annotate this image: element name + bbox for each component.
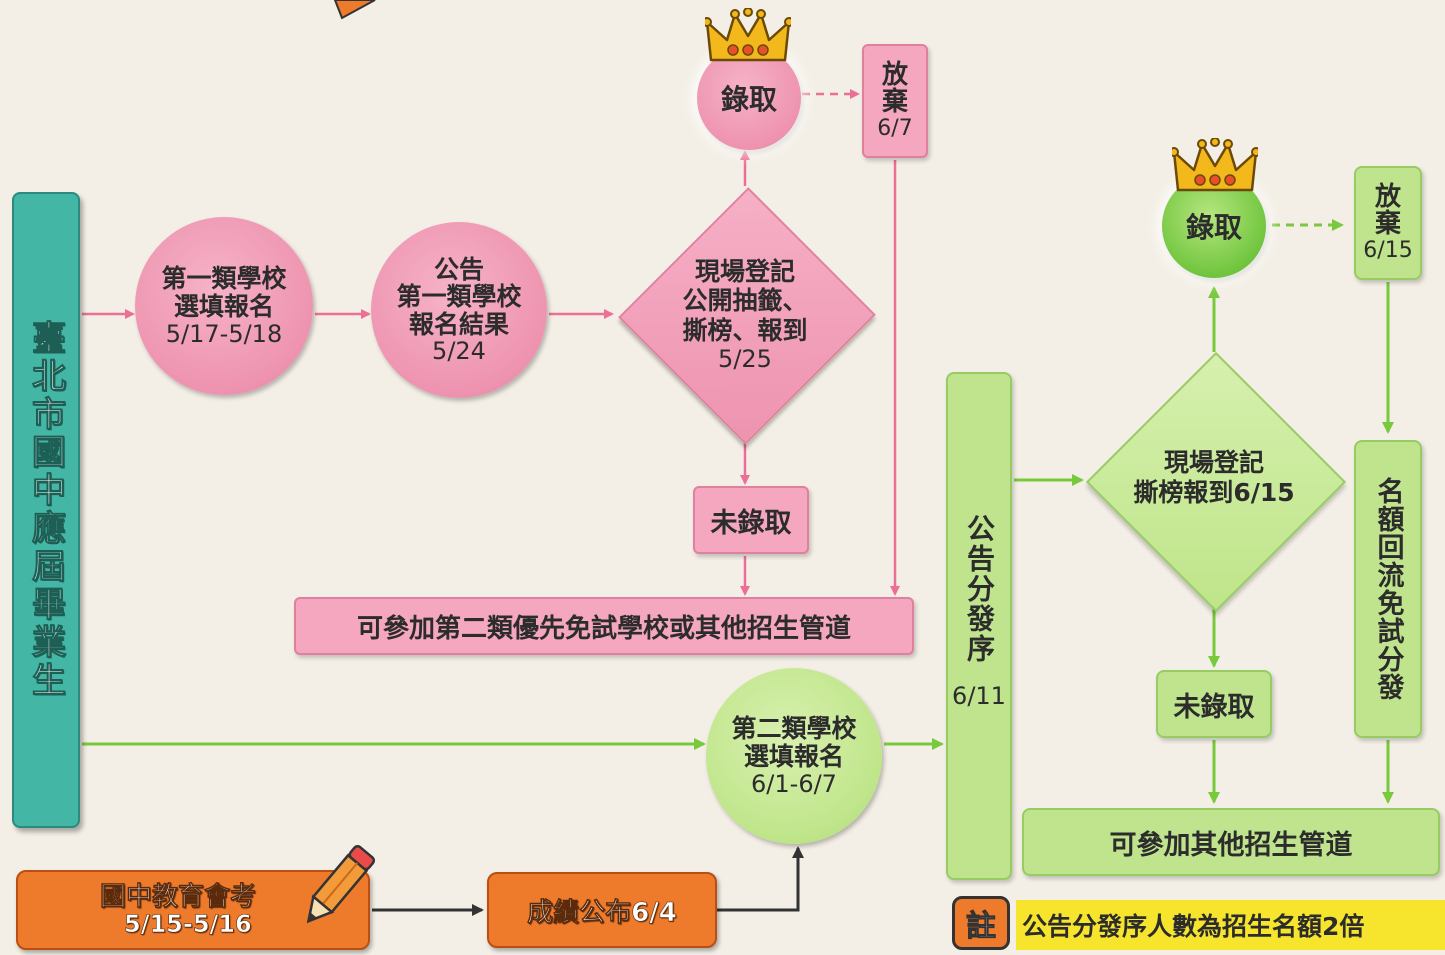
type1-giveup-line2: 棄 xyxy=(881,87,908,118)
note-bar xyxy=(1016,900,1445,950)
type2-onsite-text: 現場登記 撕榜報到6/15 xyxy=(1104,440,1324,516)
type2-admitted-label: 錄取 xyxy=(1185,211,1242,244)
note-badge-label: 註 xyxy=(966,909,997,945)
type1-admitted-label: 錄取 xyxy=(720,83,777,116)
type2-not-admitted-box: 未錄取 xyxy=(1156,670,1272,738)
type2-not-admitted-label: 未錄取 xyxy=(1173,691,1255,723)
type1-announce-line3: 報名結果 xyxy=(408,309,509,339)
type2-register-date: 6/1-6/7 xyxy=(751,769,837,798)
type1-other-channels-box: 可參加第二類優先免試學校或其他招生管道 xyxy=(294,597,914,655)
type2-other-channels-box: 可參加其他招生管道 xyxy=(1022,808,1440,876)
type1-giveup-date: 6/7 xyxy=(877,115,913,141)
note-text: 公告分發序人數為招生名額2倍 xyxy=(1022,912,1365,941)
type2-giveup-line2: 棄 xyxy=(1374,209,1401,240)
crown-icon xyxy=(1172,138,1258,192)
type1-admitted-node: 錄取 xyxy=(697,46,801,150)
type2-register-line1: 第二類學校 xyxy=(731,713,857,743)
type2-giveup-box: 放 棄 6/15 xyxy=(1354,166,1422,280)
quota-return-bar: 名額回流免試分發 xyxy=(1354,440,1422,738)
type2-register-node: 第二類學校 選填報名 6/1-6/7 xyxy=(706,668,882,844)
type1-other-channels-label: 可參加第二類優先免試學校或其他招生管道 xyxy=(356,613,851,644)
type1-register-line2: 選填報名 xyxy=(173,291,274,321)
type1-not-admitted-label: 未錄取 xyxy=(710,507,792,539)
type1-announce-date: 5/24 xyxy=(432,337,486,366)
type1-announce-line2: 第一類學校 xyxy=(396,282,522,312)
type1-giveup-line1: 放 xyxy=(881,60,908,91)
scores-release-box: 成績公布6/4 xyxy=(487,872,717,948)
type1-onsite-text: 現場登記 公開抽籤、 撕榜、報到 5/25 xyxy=(640,248,850,382)
type1-register-date: 5/17-5/18 xyxy=(165,319,283,348)
note-badge: 註 xyxy=(952,896,1010,950)
type1-announce-line1: 公告 xyxy=(433,254,484,284)
quota-return-label: 名額回流免試分發 xyxy=(1372,477,1404,701)
type2-onsite-line1: 現場登記 xyxy=(1163,448,1264,477)
type2-giveup-line1: 放 xyxy=(1374,182,1401,213)
arrow-scores-to-register2 xyxy=(717,846,804,912)
type2-giveup-date: 6/15 xyxy=(1363,237,1413,263)
type1-register-node: 第一類學校 選填報名 5/17-5/18 xyxy=(135,217,313,395)
type2-admitted-node: 錄取 xyxy=(1162,174,1266,278)
allocation-order-label: 公告分發序 xyxy=(963,514,996,664)
type1-onsite-line3: 撕榜、報到 xyxy=(682,315,808,345)
type1-announce-node: 公告 第一類學校 報名結果 5/24 xyxy=(371,222,547,398)
type1-onsite-line1: 現場登記 xyxy=(694,256,795,286)
cap-exam-date: 5/15-5/16 xyxy=(124,910,252,939)
grade9-students-bar: 臺北市國中應屆畢業生 xyxy=(12,192,80,828)
cap-exam-label: 國中教育會考 xyxy=(100,881,257,912)
crown-icon xyxy=(705,8,791,62)
type1-giveup-box: 放 棄 6/7 xyxy=(862,44,928,158)
scores-release-label: 成績公布6/4 xyxy=(527,897,677,928)
grade9-students-label: 臺北市國中應屆畢業生 xyxy=(25,320,66,701)
type1-register-line1: 第一類學校 xyxy=(161,263,287,293)
pencil-fragment-decoration xyxy=(333,0,376,20)
note-text-box: 公告分發序人數為招生名額2倍 xyxy=(1018,900,1443,950)
type2-onsite-line2: 撕榜報到6/15 xyxy=(1133,478,1295,507)
type2-other-channels-label: 可參加其他招生管道 xyxy=(1109,829,1353,861)
type1-onsite-date: 5/25 xyxy=(718,345,772,374)
type2-register-line2: 選填報名 xyxy=(743,741,844,771)
type1-not-admitted-box: 未錄取 xyxy=(693,486,809,554)
allocation-order-date: 6/11 xyxy=(952,682,1006,710)
allocation-order-bar: 公告分發序 6/11 xyxy=(946,372,1012,880)
type1-onsite-line2: 公開抽籤、 xyxy=(682,286,808,316)
pencil-icon xyxy=(306,844,376,924)
